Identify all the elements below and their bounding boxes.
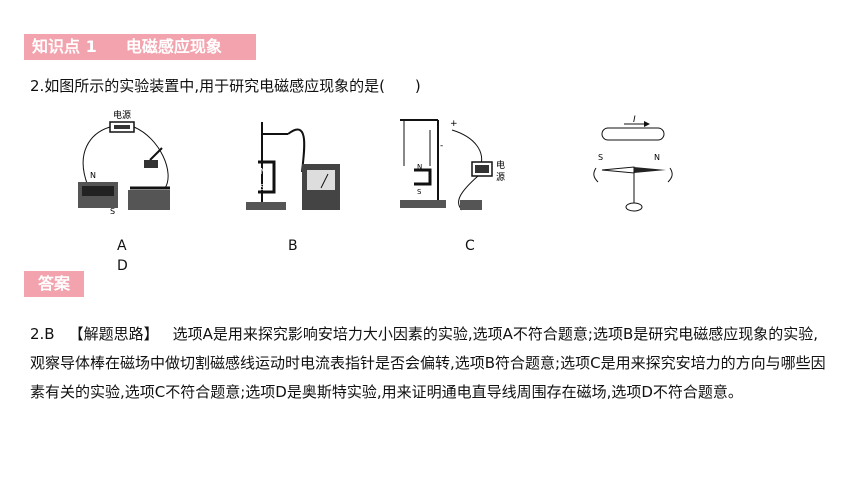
knowledge-point-number: 知识点 1 [32,37,97,56]
answer-choice: 2.B [30,325,55,343]
figure-b: N S [240,112,348,216]
figure-b-s-label: S [260,183,265,192]
figure-c-minus-label: - [440,141,443,151]
figure-a: 电源 N S [70,108,180,220]
figure-c: N S + - 电 源 [390,112,520,216]
figure-d-label: D [117,258,128,274]
knowledge-point-tag: 知识点 1 电磁感应现象 [24,34,256,60]
answer-header: 【解题思路】 [68,325,159,343]
figure-d: I S N [588,112,680,216]
figure-c-n-label: N [417,163,422,171]
figure-c-power-label-1: 电 [496,159,505,171]
answer-explanation: 选项A是用来探究影响安培力大小因素的实验,选项A不符合题意;选项B是研究电磁感应… [30,325,826,401]
figure-c-label: C [465,238,475,254]
figure-d-current-label: I [633,115,636,125]
answer-tag: 答案 [24,271,84,297]
figure-c-s-label: S [417,188,422,196]
figure-a-label: A [117,238,127,254]
figure-a-s-label: S [110,207,115,216]
answer-block: 2.B 【解题思路】选项A是用来探究影响安培力大小因素的实验,选项A不符合题意;选… [30,320,832,407]
question-text: 2.如图所示的实验装置中,用于研究电磁感应现象的是( ) [30,77,421,95]
figure-b-n-label: N [260,167,266,176]
figure-a-n-label: N [90,171,96,180]
figure-c-power-label-2: 源 [496,172,505,183]
figure-d-s-label: S [598,153,603,162]
figure-b-label: B [288,238,298,254]
knowledge-point-title: 电磁感应现象 [125,37,222,56]
figure-a-power-label: 电源 [113,109,131,121]
figure-c-plus-label: + [450,119,458,129]
figure-d-n-label: N [654,153,660,162]
